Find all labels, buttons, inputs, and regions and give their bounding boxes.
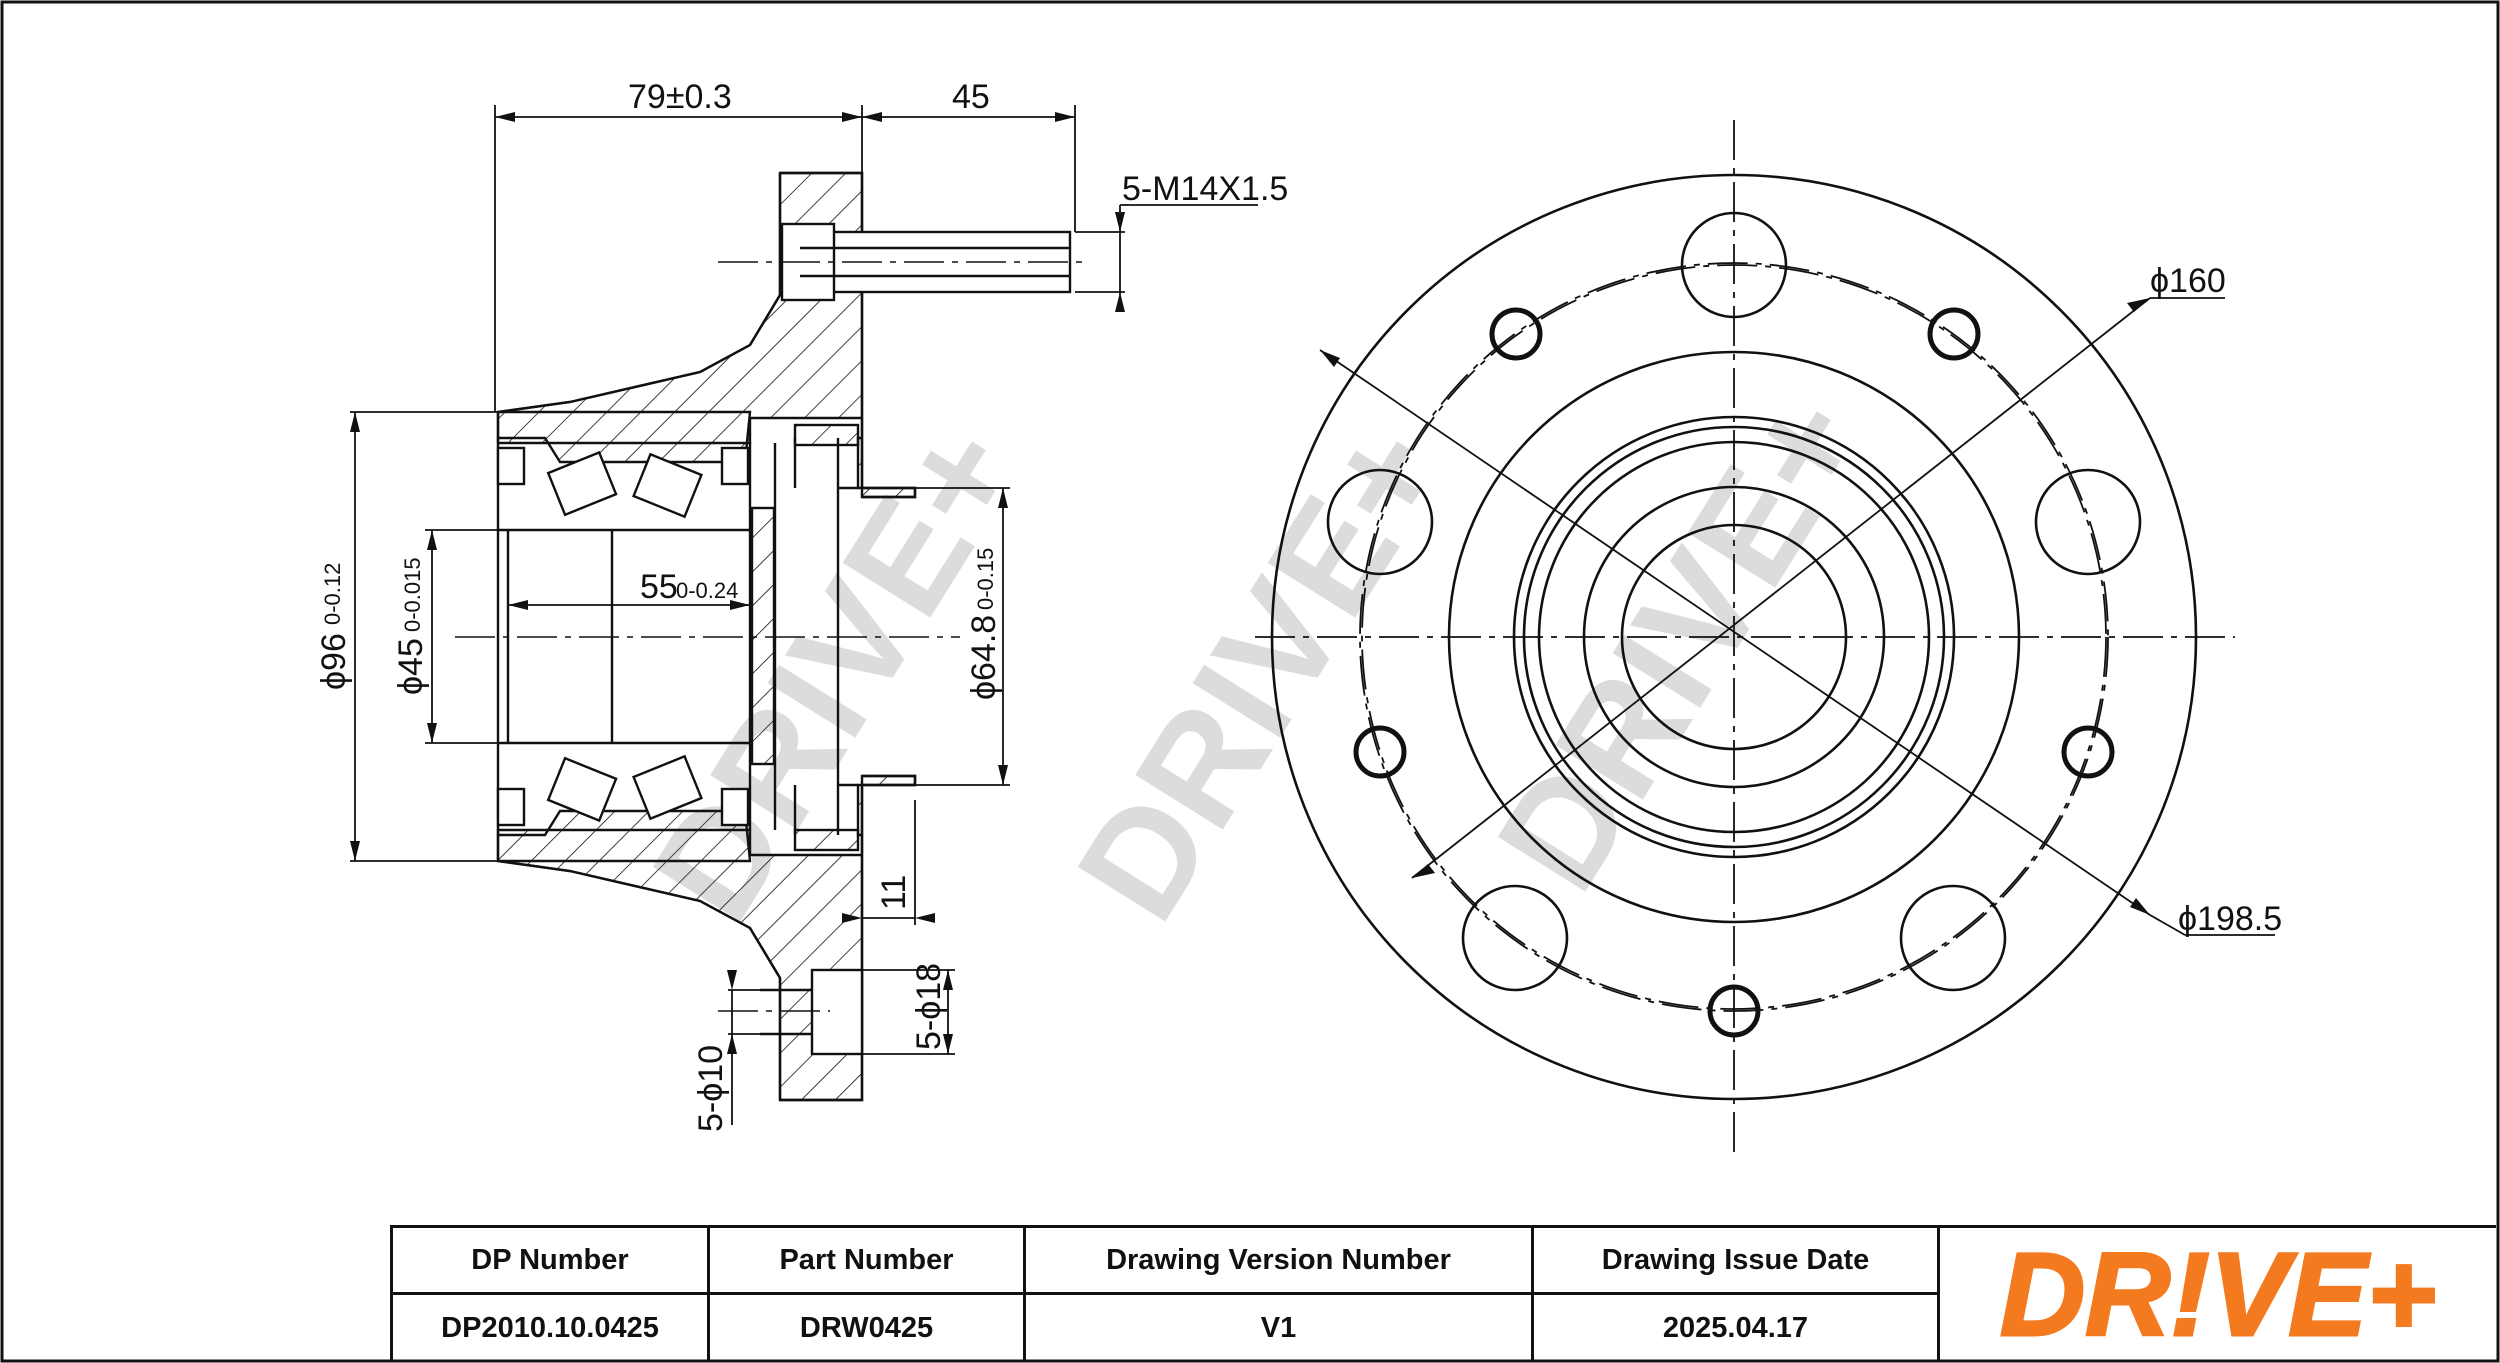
dim-55-tol: 0-0.24 [676, 578, 738, 603]
logo-text: DR!VE+ [2000, 1235, 2436, 1355]
race-cap-bottom [793, 828, 860, 852]
bolt-hole [810, 968, 864, 1056]
logo-graphic: DR!VE+ [1998, 1235, 2437, 1355]
title-block: DP Number Part Number Drawing Version Nu… [390, 1225, 2496, 1361]
section-view [496, 171, 1072, 1102]
value-dp-number: DP2010.10.0425 [393, 1295, 710, 1361]
header-drawing-version: Drawing Version Number [1026, 1228, 1534, 1295]
roller-upper-left [546, 450, 618, 517]
seal-top-left [496, 446, 526, 486]
roller-lower-right [632, 754, 703, 821]
dim-160: ϕ160 [2150, 262, 2226, 300]
dim-45-tol: 0-0.015 [400, 557, 425, 632]
brand-logo: DR!VE+ [1940, 1228, 2496, 1361]
header-issue-date: Drawing Issue Date [1534, 1228, 1940, 1295]
dim-96-tol: 0-0.12 [320, 563, 345, 625]
dim-64-8-tol: 0-0.15 [973, 548, 998, 610]
header-dp-number: DP Number [393, 1228, 710, 1295]
large-hole-bottom-right [1899, 884, 2007, 992]
small-hole-2 [2061, 725, 2115, 779]
small-hole-5 [1489, 307, 1543, 361]
dim-stud-thread: 5-M14X1.5 [1122, 170, 1288, 208]
value-part-number: DRW0425 [710, 1295, 1026, 1361]
large-hole-left [1326, 468, 1434, 576]
value-issue-date: 2025.04.17 [1534, 1295, 1940, 1361]
pitch-circles [1255, 120, 2235, 1160]
roller-lower-left [546, 756, 618, 823]
large-hole-right [2034, 468, 2142, 576]
dim-96: ϕ96 [315, 633, 353, 690]
hub-body-upper [496, 171, 917, 499]
roller-upper-right [632, 452, 703, 519]
arrowheads-left [350, 112, 1125, 1054]
diameter-arrowheads [1320, 298, 2150, 915]
dim-79: 79±0.3 [628, 78, 732, 116]
seal-bottom-left [496, 787, 526, 827]
header-part-number: Part Number [710, 1228, 1026, 1295]
value-drawing-version: V1 [1026, 1295, 1534, 1361]
large-hole-bottom-left [1461, 884, 1569, 992]
dim-11: 11 [875, 875, 913, 910]
dim-64-8: ϕ64.8 [965, 615, 1003, 700]
centerlines-left [455, 261, 1090, 1012]
dim-45: 45 [952, 78, 990, 116]
small-hole-4 [1353, 725, 1407, 779]
dim-hole-10: 5-ϕ10 [692, 1045, 730, 1132]
race-cap-top [793, 423, 860, 447]
spacer-ring [750, 506, 776, 766]
dim-45-dia: ϕ45 [392, 638, 430, 695]
watermark-text-center: DRIVE+ [1045, 395, 1477, 947]
dimension-lines-left [350, 105, 1258, 1125]
seal-top-right [720, 446, 750, 486]
small-hole-1 [1927, 307, 1981, 361]
dim-hole-18: 5-ϕ18 [910, 963, 948, 1050]
diameter-leaders [1319, 297, 2275, 936]
dim-198-5: ϕ198.5 [2178, 900, 2282, 938]
dim-55: 55 [640, 568, 678, 606]
seal-bottom-right [720, 787, 750, 827]
